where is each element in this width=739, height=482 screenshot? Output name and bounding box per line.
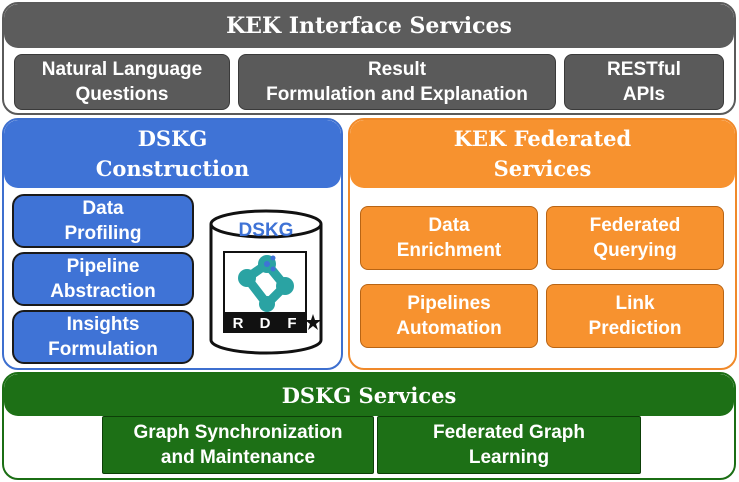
data-profiling-box: Data Profiling	[12, 194, 194, 248]
kek-interface-services-title: KEK Interface Services	[4, 4, 734, 48]
dskg-construction-panel: DSKG Construction Data Profiling Pipelin…	[2, 118, 343, 370]
federated-graph-learning-box: Federated Graph Learning	[377, 416, 641, 474]
rdf-logo-icon: R D F	[223, 251, 321, 333]
federated-querying-box: Federated Querying	[546, 206, 724, 270]
pipelines-automation-box: Pipelines Automation	[360, 284, 538, 348]
natural-language-questions-box: Natural Language Questions	[14, 54, 230, 110]
link-prediction-box: Link Prediction	[546, 284, 724, 348]
rdf-letter-f: F	[287, 315, 296, 332]
kek-interface-services-panel: KEK Interface Services Natural Language …	[2, 2, 736, 115]
dskg-services-title: DSKG Services	[4, 374, 734, 416]
dskg-construction-title: DSKG Construction	[4, 120, 341, 188]
restful-apis-box: RESTful APIs	[564, 54, 724, 110]
graph-synchronization-box: Graph Synchronization and Maintenance	[102, 416, 374, 474]
kek-federated-services-panel: KEK Federated Services Data Enrichment F…	[348, 118, 737, 370]
dskg-services-panel: DSKG Services Graph Synchronization and …	[2, 372, 736, 480]
rdf-letter-d: D	[260, 315, 271, 332]
pipeline-abstraction-box: Pipeline Abstraction	[12, 252, 194, 306]
kek-federated-services-title: KEK Federated Services	[350, 120, 735, 188]
dskg-database-icon: DSKG R D F	[207, 208, 325, 358]
result-formulation-box: Result Formulation and Explanation	[238, 54, 556, 110]
insights-formulation-box: Insights Formulation	[12, 310, 194, 364]
data-enrichment-box: Data Enrichment	[360, 206, 538, 270]
dskg-db-label: DSKG	[239, 220, 294, 241]
rdf-letter-r: R	[233, 315, 244, 332]
